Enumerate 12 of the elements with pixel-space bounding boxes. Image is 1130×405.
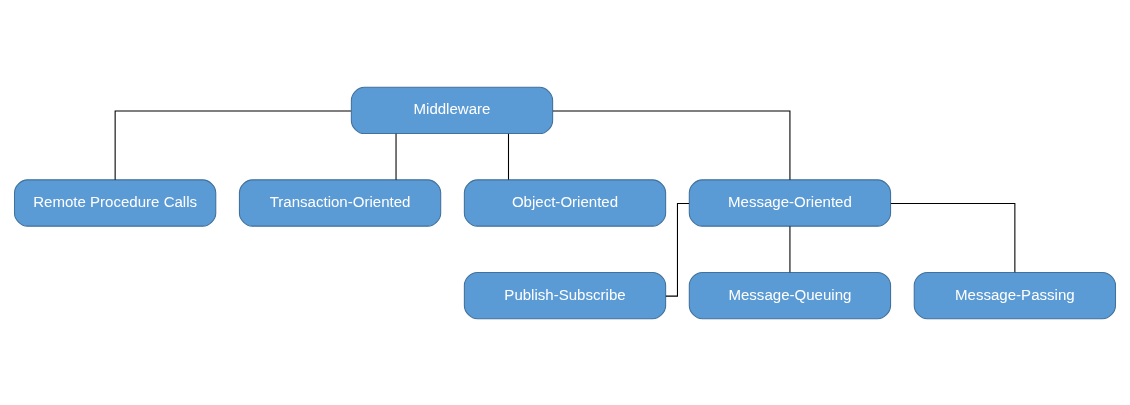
node-box: Publish-Subscribe: [463, 271, 667, 319]
node-box: Message-Queuing: [688, 271, 892, 319]
connector: [890, 202, 1016, 273]
node-box: Middleware: [350, 86, 554, 134]
connector: [552, 109, 791, 180]
node-box: Transaction-Oriented: [238, 178, 442, 227]
node-box: Remote Procedure Calls: [13, 178, 217, 227]
node-box: Message-Passing: [913, 271, 1117, 319]
connector: [507, 132, 510, 180]
connector: [114, 109, 352, 180]
node-box: Object-Oriented: [463, 178, 667, 227]
node-box: Message-Oriented: [688, 178, 892, 227]
